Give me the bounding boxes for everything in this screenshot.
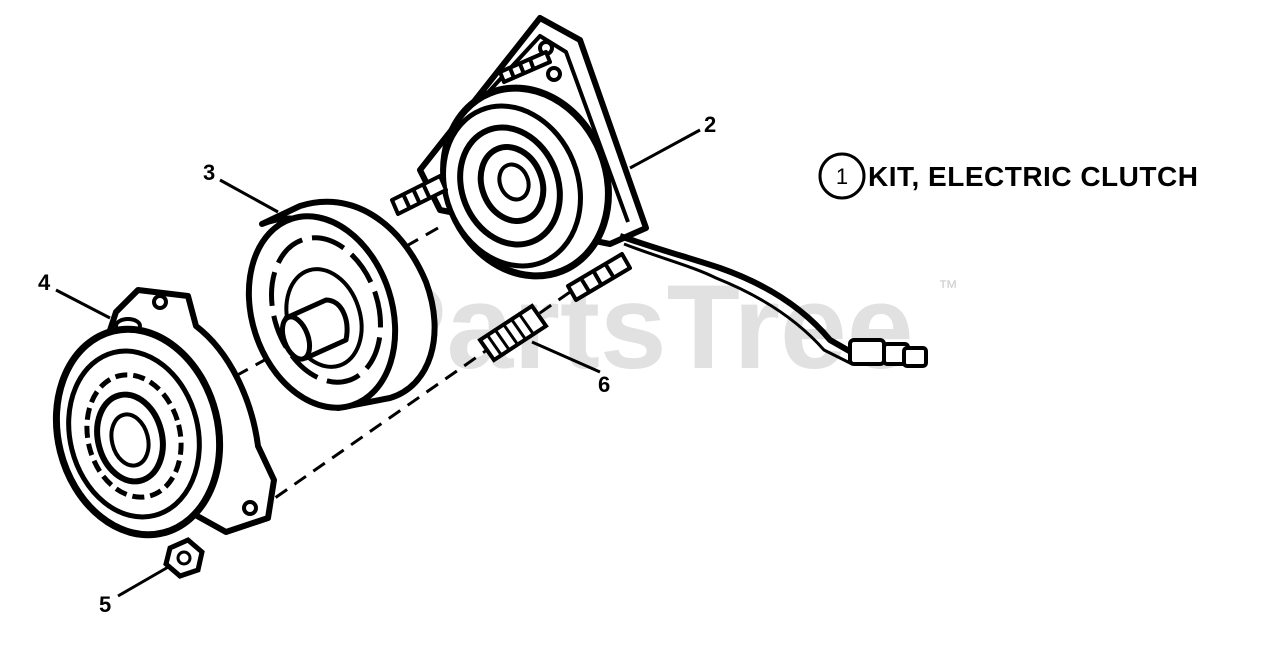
stud-bottom	[566, 252, 632, 302]
part-4-pulley	[52, 287, 277, 539]
callout-leaders	[55, 128, 701, 598]
part-2-field-coil	[390, 15, 928, 368]
wire-connector	[848, 338, 928, 368]
callout-3: 3	[203, 160, 215, 185]
part-3-armature	[245, 198, 438, 411]
wire-harness	[619, 233, 860, 359]
part-5-nut	[163, 537, 205, 579]
pulley-flange-hole-top	[152, 294, 168, 310]
callout-5: 5	[99, 592, 111, 617]
leader-2	[629, 128, 701, 170]
stud-left	[390, 174, 448, 216]
part-6-spring	[477, 303, 549, 363]
callout-2: 2	[704, 112, 716, 137]
callout-4: 4	[38, 270, 51, 295]
pulley-flange-hole-bottom	[242, 500, 258, 516]
callout-labels: 2 3 4 5 6	[38, 112, 716, 617]
kit-number-circle	[818, 152, 866, 200]
kit-legend: 1 KIT, ELECTRIC CLUTCH	[818, 152, 1198, 200]
guide-line-bottom	[271, 290, 571, 502]
leader-6	[531, 340, 601, 374]
watermark-trademark: ™	[938, 277, 958, 299]
kit-label: KIT, ELECTRIC CLUTCH	[868, 161, 1198, 192]
pulley-bore	[109, 412, 151, 468]
bracket-hole-right	[546, 66, 562, 82]
field-coil-bore	[497, 162, 531, 202]
leader-5	[117, 564, 171, 598]
wire-harness-inner	[623, 242, 853, 366]
leader-3	[219, 178, 279, 214]
armature-shaft-end	[279, 314, 313, 362]
armature-slot-ring	[269, 235, 383, 385]
nut-hole	[176, 550, 192, 566]
watermark-text: PartsTree	[366, 260, 913, 394]
leader-4	[55, 288, 111, 320]
stud-top	[498, 50, 552, 84]
callout-6: 6	[598, 372, 610, 397]
kit-number: 1	[836, 164, 848, 189]
spring-coils	[486, 314, 536, 357]
